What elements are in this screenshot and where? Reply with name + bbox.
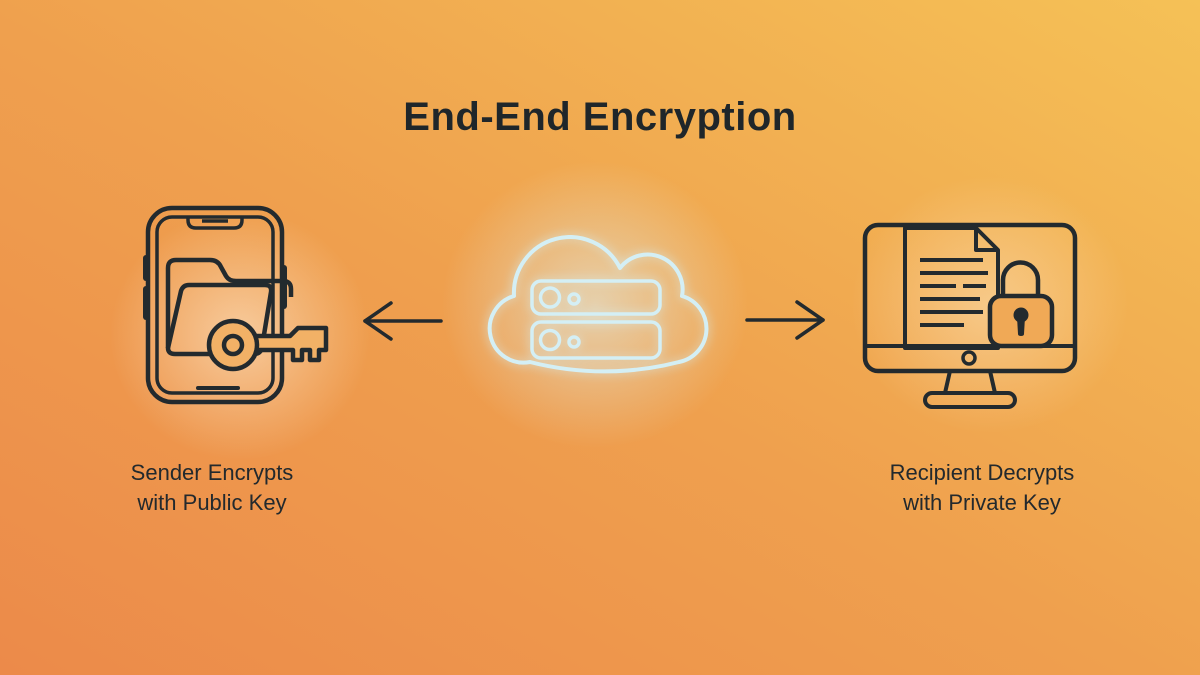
page-title: End-End Encryption: [403, 95, 797, 139]
phone-folder-key-icon: [143, 205, 329, 405]
sender-label-line2: with Public Key: [137, 490, 287, 515]
sender-label: Sender Encrypts with Public Key: [62, 458, 362, 518]
monitor-document-lock-icon: [862, 222, 1078, 409]
sender-label-line1: Sender Encrypts: [130, 460, 294, 485]
recipient-label-line2: with Private Key: [903, 490, 1061, 515]
arrow-right-icon: [745, 300, 825, 340]
server-rack-icon: [530, 279, 662, 360]
padlock-icon: [987, 260, 1055, 349]
recipient-label-line1: Recipient Decrypts: [889, 460, 1075, 485]
cloud-server-icon: [487, 235, 709, 374]
arrow-left-icon: [363, 301, 443, 341]
key-icon: [206, 318, 329, 372]
document-icon: [903, 226, 1000, 350]
recipient-label: Recipient Decrypts with Private Key: [832, 458, 1132, 518]
